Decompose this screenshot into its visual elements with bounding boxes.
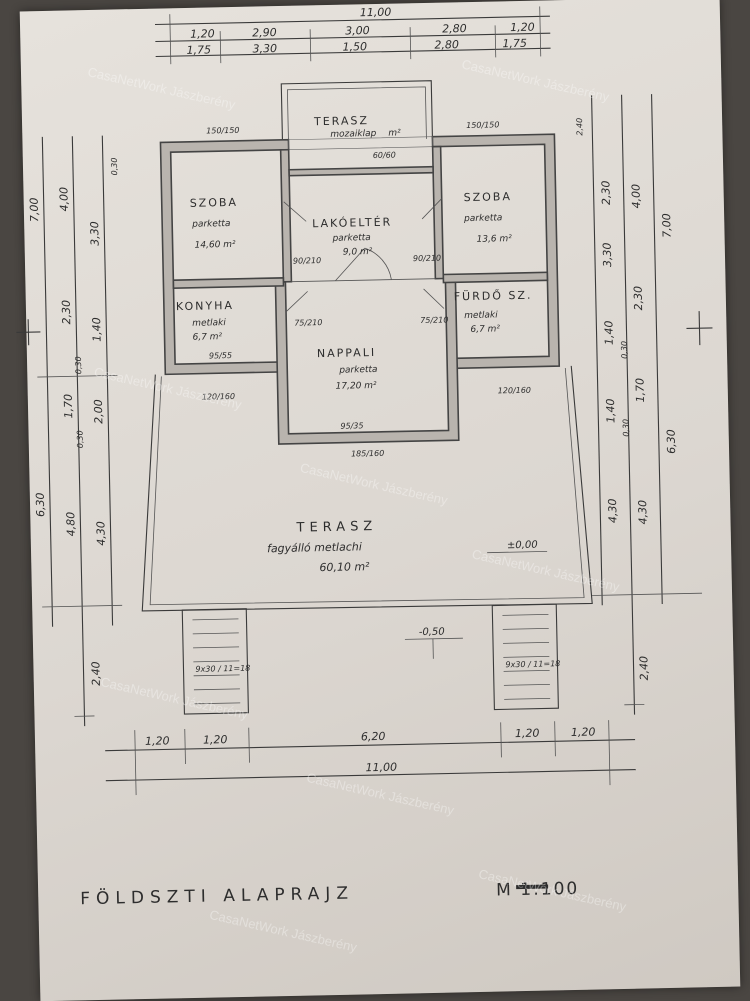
- svg-text:CasaNetWork Jászberény: CasaNetWork Jászberény: [208, 907, 359, 955]
- window-label-6: 120/160: [498, 386, 531, 396]
- left-dim-mid-2: 2,30: [60, 300, 74, 325]
- top-dim-1: 1,20: [190, 27, 215, 41]
- svg-text:CasaNetWork Jászberény: CasaNetWork Jászberény: [299, 460, 450, 508]
- ground-level-mark: -0,50: [405, 626, 464, 659]
- szoba-left-floor: parketta: [191, 219, 230, 230]
- top-total-dim: 11,00: [360, 6, 392, 20]
- left-dim-inner-1: 3,30: [88, 221, 102, 246]
- door-label-2: 90/210: [413, 254, 441, 264]
- stairs-left-label: 9x30 / 11=18: [195, 664, 250, 674]
- svg-text:CasaNetWork Jászberény: CasaNetWork Jászberény: [460, 56, 611, 104]
- left-dim-mid-1: 4,00: [57, 187, 71, 212]
- svg-text:-0,50: -0,50: [419, 627, 445, 639]
- left-dim-inner-3: 2,00: [92, 399, 106, 424]
- right-dim-inner-1: 2,30: [599, 180, 613, 205]
- furdo-label: FÜRDŐ SZ.: [454, 288, 533, 304]
- right-dim-mid-1: 4,00: [629, 184, 643, 209]
- lakoelter-label: LAKÓELTÉR: [312, 216, 392, 231]
- right-dim-mid-2: 2,30: [632, 286, 646, 311]
- svg-text:CasaNetWork Jászberény: CasaNetWork Jászberény: [99, 674, 250, 722]
- right-dim-mid-5: 2,40: [637, 656, 651, 681]
- stairs-right-label: 9x30 / 11=18: [505, 659, 560, 669]
- konyha-floor: metlaki: [192, 318, 226, 329]
- right-dim-mid-4: 4,30: [636, 500, 650, 525]
- furdo-floor: metlaki: [464, 310, 498, 321]
- top-dimension-lines: 11,00 1,20 2,90 3,00 2,80 1,20 1,75 3,30…: [155, 2, 551, 64]
- window-label-5: 185/160: [351, 449, 384, 459]
- door-label-4: 75/210: [420, 315, 448, 325]
- right-dim-outer-2: 6,30: [665, 429, 679, 454]
- szoba-left-area: 14,60 m²: [195, 240, 237, 251]
- right-dimension-lines: 2,30 3,30 1,40 1,40 4,30 4,00 2,30 1,70 …: [575, 93, 721, 716]
- top-dim-10: 1,75: [502, 37, 527, 51]
- top-dim-7: 3,30: [252, 42, 277, 56]
- door-label-1: 90/210: [293, 256, 321, 266]
- right-dim-small-3: 0,30: [621, 419, 630, 437]
- left-dim-outer-2: 6,30: [34, 492, 48, 517]
- right-dim-small-1: 2,40: [575, 118, 584, 136]
- bottom-dim-3: 6,20: [361, 730, 386, 744]
- left-dim-inner-4: 4,30: [94, 521, 108, 546]
- bottom-total-dim: 11,00: [365, 761, 397, 775]
- left-dim-inner-2: 1,40: [90, 317, 104, 342]
- left-dim-small-1: 0,30: [110, 157, 119, 175]
- right-dim-inner-5: 4,30: [606, 498, 620, 523]
- bottom-dim-1: 1,20: [145, 734, 170, 748]
- stairs-right: 9x30 / 11=18: [492, 604, 561, 709]
- top-dim-9: 2,80: [434, 38, 459, 52]
- right-dim-inner-3: 1,40: [602, 320, 616, 345]
- top-dim-2: 2,90: [252, 26, 277, 40]
- terasz-main-area: 60,10 m²: [319, 560, 370, 574]
- terasz-main-label: TERASZ: [295, 519, 377, 536]
- svg-text:CasaNetWork Jászberény: CasaNetWork Jászberény: [471, 546, 622, 594]
- bottom-dim-4: 1,20: [515, 727, 540, 741]
- konyha-area: 6,7 m²: [192, 332, 222, 343]
- left-dim-small-2: 0,30: [74, 356, 83, 374]
- top-dim-6: 1,75: [186, 43, 211, 57]
- szoba-left-label: SZOBA: [190, 196, 239, 210]
- nappali-floor: parketta: [338, 365, 377, 376]
- konyha-label: KONYHA: [176, 299, 234, 313]
- left-dim-mid-3: 1,70: [62, 394, 76, 419]
- plan-title: FÖLDSZTI ALAPRAJZ: [80, 882, 354, 910]
- terrace-level-mark: ±0,00: [507, 540, 538, 552]
- bottom-dim-2: 1,20: [203, 733, 228, 747]
- window-label-3: 60/60: [373, 150, 396, 159]
- terasz-top-label: TERASZ: [313, 114, 369, 128]
- window-label-8: 95/35: [340, 421, 363, 430]
- bottom-dim-5: 1,20: [571, 725, 596, 739]
- top-terrace: TERASZ mozaiklap m²: [281, 81, 432, 142]
- right-dim-inner-4: 1,40: [604, 398, 618, 423]
- left-dim-outer-1: 7,00: [28, 197, 42, 222]
- top-dim-5: 1,20: [510, 21, 535, 35]
- top-dim-8: 1,50: [342, 40, 367, 54]
- right-dim-inner-2: 3,30: [601, 242, 615, 267]
- left-dimension-lines: 7,00 6,30 4,00 2,30 1,70 4,80 2,40 3,30 …: [12, 135, 130, 727]
- window-label-1: 150/150: [206, 126, 239, 136]
- lakoelter-area: 9,0 m²: [343, 247, 373, 258]
- nappali-area: 17,20 m²: [336, 381, 378, 392]
- top-dim-3: 3,00: [345, 24, 370, 38]
- window-label-7: 95/55: [209, 351, 232, 360]
- window-label-2: 150/150: [466, 120, 499, 130]
- door-label-3: 75/210: [294, 318, 322, 328]
- right-dim-outer-1: 7,00: [660, 213, 674, 238]
- terasz-main-floor: fagyálló metlachi: [267, 540, 362, 555]
- szoba-right-area: 13,6 m²: [476, 234, 512, 245]
- lakoelter-floor: parketta: [331, 233, 370, 244]
- left-dim-small-3: 0,30: [75, 430, 84, 448]
- right-dim-mid-3: 1,70: [634, 378, 648, 403]
- top-dim-4: 2,80: [442, 22, 467, 36]
- right-dim-small-2: 0,30: [620, 341, 629, 359]
- svg-text:CasaNetWork Jászberény: CasaNetWork Jászberény: [305, 770, 456, 818]
- nappali-label: NAPPALI: [317, 346, 376, 360]
- szoba-right-label: SZOBA: [464, 190, 513, 204]
- terasz-top-area: m²: [388, 128, 401, 138]
- szoba-right-floor: parketta: [463, 213, 502, 224]
- furdo-area: 6,7 m²: [470, 324, 500, 335]
- left-dim-mid-4: 4,80: [64, 512, 78, 537]
- svg-text:CasaNetWork Jászberény: CasaNetWork Jászberény: [86, 64, 237, 112]
